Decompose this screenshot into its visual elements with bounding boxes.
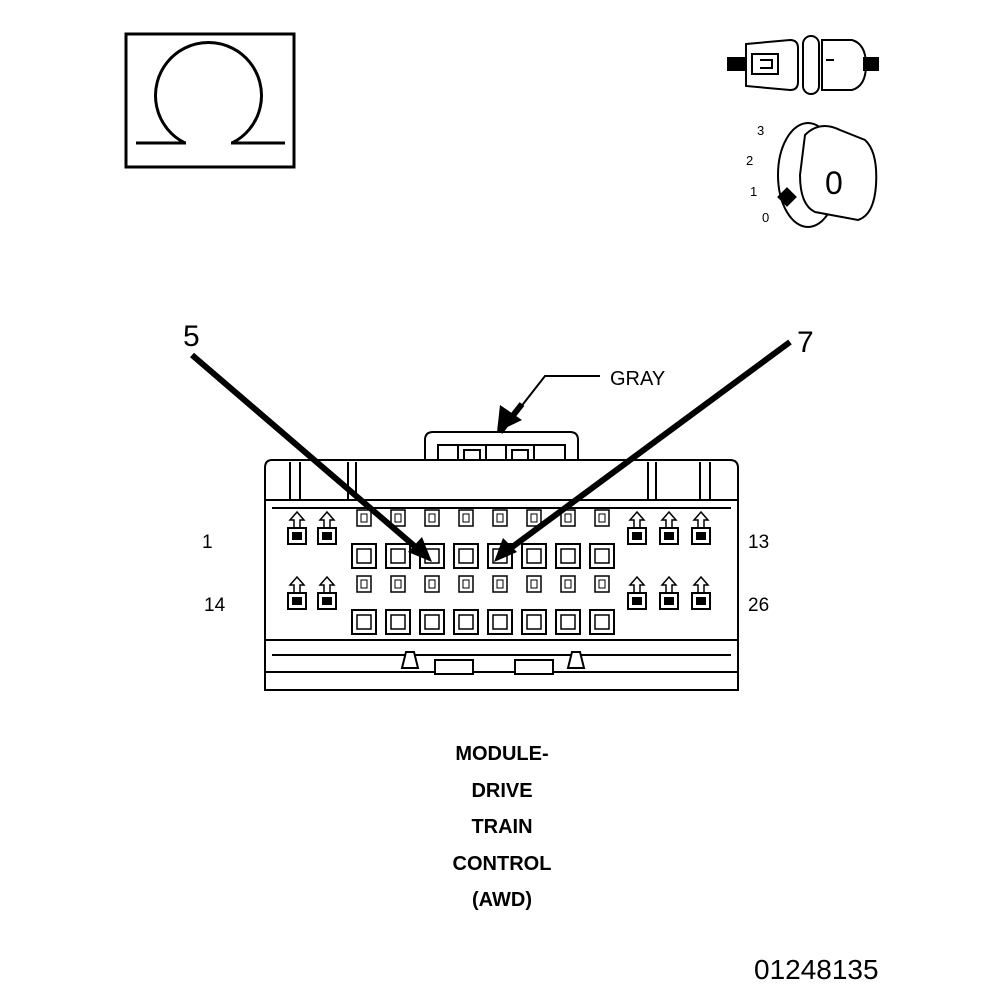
callout-label-5: 5 — [183, 320, 200, 353]
terminal-latch — [659, 575, 679, 610]
terminal-tab — [560, 575, 576, 593]
terminal-latch — [627, 575, 647, 610]
terminal-tab — [458, 509, 474, 527]
connector-title: MODULE- DRIVE TRAIN CONTROL (AWD) — [402, 736, 602, 919]
key-position-3-label: 3 — [757, 123, 764, 138]
terminal-cavity — [589, 543, 615, 569]
callout-arrow-pin-5 — [190, 352, 428, 559]
terminal-cavity — [555, 543, 581, 569]
terminal-cavity — [351, 609, 377, 635]
title-line: (AWD) — [472, 889, 532, 911]
terminal-cavity — [351, 543, 377, 569]
key-position-1-label: 1 — [750, 184, 757, 199]
terminal-tab — [424, 575, 440, 593]
disconnected-connector-icon — [727, 35, 879, 95]
terminal-cavity — [419, 609, 445, 635]
ohm-symbol-icon — [124, 32, 296, 169]
terminal-tab — [390, 509, 406, 527]
terminal-tab — [492, 509, 508, 527]
terminal-tab — [560, 509, 576, 527]
title-line: TRAIN — [471, 816, 533, 838]
terminal-latch — [317, 575, 337, 610]
terminal-latch — [287, 510, 307, 545]
key-position-2-label: 2 — [746, 153, 753, 168]
ignition-key-icon — [777, 122, 878, 228]
terminal-cavity — [555, 609, 581, 635]
terminal-cavity — [385, 609, 411, 635]
title-line: CONTROL — [452, 852, 552, 875]
key-position-0-label: 0 — [762, 210, 769, 225]
terminal-tab — [356, 575, 372, 593]
title-line: DRIVE — [471, 779, 533, 802]
terminal-tab — [424, 509, 440, 527]
terminal-cavity — [521, 543, 547, 569]
terminal-latch — [287, 575, 307, 610]
terminal-latch — [317, 510, 337, 545]
terminal-tab — [492, 575, 508, 593]
terminal-cavity — [453, 543, 479, 569]
pin-label-13: 13 — [748, 532, 770, 553]
terminal-tab — [526, 509, 542, 527]
terminal-tab — [356, 509, 372, 527]
terminal-tab — [458, 575, 474, 593]
callout-label-7: 7 — [797, 326, 814, 359]
gray-leader-line — [519, 375, 600, 409]
callout-arrowheads — [408, 405, 522, 562]
callout-arrow-pin-7 — [498, 339, 792, 559]
terminal-cavity — [487, 609, 513, 635]
terminal-latch — [691, 510, 711, 545]
terminal-tab — [526, 575, 542, 593]
terminal-cavity — [453, 609, 479, 635]
key-position-indicator: 0 — [825, 165, 843, 201]
wire-color-label: GRAY — [610, 368, 666, 390]
terminal-cavities — [287, 509, 711, 635]
terminal-latch — [691, 575, 711, 610]
title-line: MODULE- — [455, 743, 549, 765]
terminal-cavity — [521, 609, 547, 635]
figure-id: 01248135 — [754, 954, 879, 985]
terminal-tab — [594, 575, 610, 593]
pin-label-1: 1 — [202, 532, 213, 553]
terminal-latch — [659, 510, 679, 545]
terminal-cavity — [385, 543, 411, 569]
pin-label-26: 26 — [748, 595, 770, 616]
terminal-latch — [627, 510, 647, 545]
terminal-tab — [390, 575, 406, 593]
terminal-cavity — [589, 609, 615, 635]
terminal-tab — [594, 509, 610, 527]
pin-label-14: 14 — [204, 595, 226, 616]
